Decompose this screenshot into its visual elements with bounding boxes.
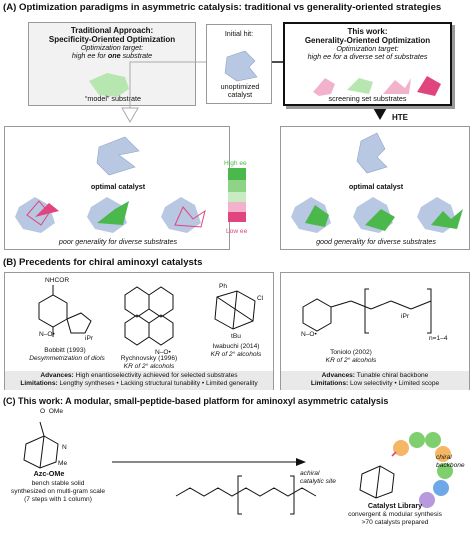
section-c-title: (C) This work: A modular, small-peptide-… [3, 396, 389, 406]
right-limitations: Limitations: Low selectivity • Limited s… [310, 379, 440, 387]
library-line1: convergent & modular synthesis [348, 511, 442, 518]
traditional-title-line1: Traditional Approach: [70, 26, 154, 35]
good-generality-label: good generality for diverse substrates [316, 237, 436, 246]
low-ee-label: Low ee [226, 228, 248, 235]
work-title-line2: Generality-Oriented Optimization [304, 36, 431, 45]
left-limitations: Limitations: Lengthy syntheses • Lacking… [20, 379, 258, 387]
optimal-catalyst-left: optimal catalyst [90, 182, 146, 191]
precedents-right-panel: N–O• iPr n=1–4 Toniolo (2002) KR of 2° a… [280, 272, 470, 390]
right-panel-shapes [291, 132, 463, 233]
model-substrate-label: “model” substrate [85, 94, 141, 103]
catalyst-label: catalyst [227, 90, 253, 99]
screening-substrates-shapes [313, 76, 441, 96]
n-o-radical-bobbitt: N–O• [39, 331, 55, 338]
rychnovsky-sub: KR of 2° alcohols [123, 363, 175, 370]
left-advances: Advances: High enantioselectivity achiev… [40, 372, 238, 379]
ipr-label-toniolo: iPr [401, 313, 410, 320]
azc-line3: (7 steps with 1 column) [24, 496, 92, 503]
n14-label: n=1–4 [429, 335, 448, 342]
traditional-approach-box: Traditional Approach: Specificity-Orient… [28, 22, 196, 106]
iwabuchi-label: Iwabuchi (2014) [212, 343, 260, 350]
poor-generality-label: poor generality for diverse substrates [58, 237, 178, 246]
right-advances: Advances: Tunable chiral backbone [321, 372, 429, 379]
azc-ome-me-label: O OMe [40, 408, 64, 415]
ph-label: Ph [219, 283, 228, 290]
azc-me-label: Me [58, 460, 68, 467]
optimal-catalyst-right: optimal catalyst [348, 182, 404, 191]
this-work-box: This work: Generality-Oriented Optimizat… [283, 22, 452, 106]
model-substrate-shape [89, 73, 129, 97]
work-target-label: Optimization target: [336, 44, 399, 53]
library-line2: >70 catalysts prepared [361, 519, 429, 526]
precedent-structures-left [38, 285, 256, 346]
azc-n-label: N [62, 444, 67, 451]
high-ee-label: High ee [224, 160, 247, 167]
ee-gradient-scale [228, 168, 246, 222]
traditional-target: high ee for one substrate [71, 51, 153, 61]
toniolo-label: Toniolo (2002) [330, 349, 372, 356]
screening-label: screening set substrates [328, 94, 407, 103]
work-title-line1: This work: [347, 27, 388, 36]
left-advances-bar: Advances: High enantioselectivity achiev… [5, 371, 273, 390]
cl-label: Cl [257, 295, 264, 302]
rychnovsky-label: Rychnovsky (1996) [120, 355, 178, 362]
good-generality-panel: optimal catalyst good generality for div… [280, 126, 470, 250]
traditional-title-line2: Specificity-Oriented Optimization [48, 35, 176, 44]
nhcor-label: NHCOR [45, 277, 70, 284]
iwabuchi-sub: KR of 2° alcohols [210, 351, 262, 358]
ipr-label: iPr [85, 335, 94, 342]
bobbitt-label: Bobbitt (1993) [44, 347, 86, 354]
left-panel-shapes [15, 136, 206, 233]
n-o-radical-rychnovsky: N–O• [155, 349, 171, 356]
library-title: Catalyst Library [367, 501, 423, 510]
traditional-target-label: Optimization target: [80, 43, 144, 52]
unoptimized-label: unoptimized [220, 82, 260, 91]
toniolo-structure [302, 288, 432, 334]
tbu-label: tBu [231, 333, 241, 340]
precedents-left-panel: NHCOR N–O• iPr N–O• Ph Cl tBu Bobbitt (1… [4, 272, 274, 390]
n-o-radical-toniolo: N–O• [301, 331, 317, 338]
azc-line2: synthesized on multi-gram scale [10, 488, 106, 495]
initial-hit-box: Initial hit: unoptimized catalyst [206, 24, 272, 104]
unoptimized-catalyst-shape [224, 50, 258, 82]
section-a-title: (A) Optimization paradigms in asymmetric… [3, 2, 442, 13]
initial-hit-label: Initial hit: [224, 29, 254, 38]
poor-generality-panel: optimal catalyst poor generality for div… [4, 126, 230, 250]
work-target: high ee for a diverse set of substrates [307, 52, 428, 62]
right-advances-bar: Advances: Tunable chiral backbone Limita… [281, 371, 469, 390]
toniolo-sub: KR of 2° alcohols [325, 357, 377, 364]
bobbitt-sub: Desymmetrization of diols [29, 355, 105, 362]
azc-ome-label: Azc-OMe [33, 469, 65, 478]
hte-label: HTE [392, 113, 408, 122]
azc-line1: bench stable solid [31, 480, 85, 487]
section-b-title: (B) Precedents for chiral aminoxyl catal… [3, 257, 203, 268]
section-c-graphics [23, 421, 453, 515]
